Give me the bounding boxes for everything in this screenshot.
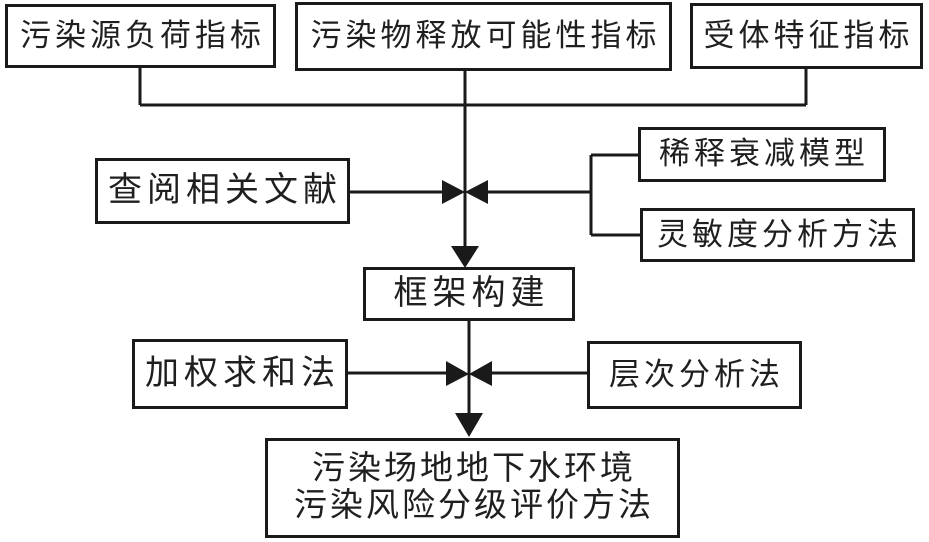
node-label: 框架构建 bbox=[393, 275, 550, 313]
arrowhead-right-icon bbox=[442, 180, 465, 204]
node-label: 受体特征指标 bbox=[703, 17, 914, 53]
node-label: 层次分析法 bbox=[609, 356, 784, 392]
arrowheads bbox=[442, 180, 492, 437]
node-receptor-characteristic-indicator: 受体特征指标 bbox=[690, 3, 923, 69]
node-weighted-sum-method: 加权求和法 bbox=[132, 339, 348, 409]
arrowhead-right-icon bbox=[446, 361, 469, 386]
arrowhead-down-icon bbox=[455, 413, 483, 437]
top-bus-connector bbox=[138, 66, 808, 107]
node-label: 灵敏度分析方法 bbox=[657, 216, 902, 252]
node-dilution-attenuation-model: 稀释衰减模型 bbox=[638, 127, 886, 182]
arrowhead-left-icon bbox=[469, 361, 492, 386]
arrowhead-left-icon bbox=[465, 180, 488, 204]
node-source-load-indicator: 污染源负荷指标 bbox=[5, 4, 276, 68]
right-bracket-connector bbox=[486, 153, 642, 237]
connector-lines bbox=[138, 66, 808, 416]
node-literature-review: 查阅相关文献 bbox=[95, 158, 350, 224]
node-framework-construction: 框架构建 bbox=[363, 267, 575, 321]
node-label: 稀释衰减模型 bbox=[659, 136, 869, 172]
node-final-evaluation-method: 污染场地地下水环境 污染风险分级评价方法 bbox=[265, 438, 680, 538]
arrowhead-down-icon bbox=[451, 246, 479, 268]
node-sensitivity-analysis-method: 灵敏度分析方法 bbox=[640, 208, 915, 262]
node-label: 加权求和法 bbox=[145, 355, 340, 393]
node-analytic-hierarchy-process: 层次分析法 bbox=[587, 341, 802, 409]
node-label-line2: 污染风险分级评价方法 bbox=[294, 488, 654, 524]
node-label: 污染源负荷指标 bbox=[20, 17, 265, 53]
node-label: 污染物释放可能性指标 bbox=[310, 18, 661, 54]
node-label: 查阅相关文献 bbox=[108, 172, 342, 210]
node-release-possibility-indicator: 污染物释放可能性指标 bbox=[295, 2, 672, 71]
node-label-line1: 污染场地地下水环境 bbox=[312, 451, 636, 488]
